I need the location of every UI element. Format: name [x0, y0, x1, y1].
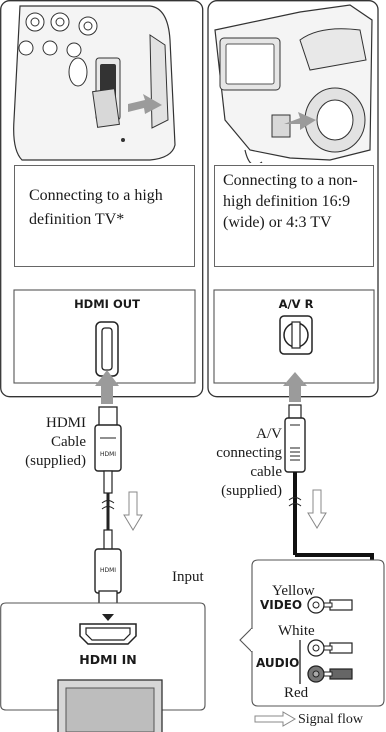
yellow-label: Yellow [272, 583, 315, 599]
caption-left: Connecting to a high definition TV* [14, 165, 195, 267]
input-label: Input [172, 569, 204, 585]
rca-plugs [323, 599, 353, 680]
tv-illustration [57, 679, 163, 732]
signal-flow-label: Signal flow [298, 712, 363, 727]
hdmi-cable-label: HDMI Cable (supplied) [25, 415, 86, 469]
white-label: White [278, 623, 315, 639]
hdmi-in-jack [79, 623, 137, 645]
av-r-jack [279, 315, 313, 355]
caption-right-text: Connecting to a non-high definition 16:9… [223, 172, 358, 231]
insert-arrow-hdmi-out [95, 370, 119, 404]
hdmi-cable: HDMI HDMI [94, 406, 122, 610]
video-label: VIDEO [260, 598, 303, 612]
caption-right: Connecting to a non-high definition 16:9… [214, 165, 374, 267]
hdmi-out-label: HDMI OUT [74, 297, 140, 311]
svg-text:HDMI: HDMI [100, 567, 116, 574]
av-r-label: A/V R [278, 297, 314, 311]
av-cable-label: A/V connecting cable (supplied) [216, 426, 282, 499]
svg-text:HDMI: HDMI [100, 451, 116, 458]
caption-left-text: Connecting to a high definition TV* [29, 187, 163, 228]
red-label: Red [284, 685, 309, 701]
hdmi-in-label: HDMI IN [79, 652, 137, 667]
insert-arrow-av-r [283, 372, 307, 402]
hdmi-out-jack [95, 321, 119, 377]
signal-flow-arrow-icon [254, 711, 296, 727]
audio-label: AUDIO [256, 656, 300, 670]
